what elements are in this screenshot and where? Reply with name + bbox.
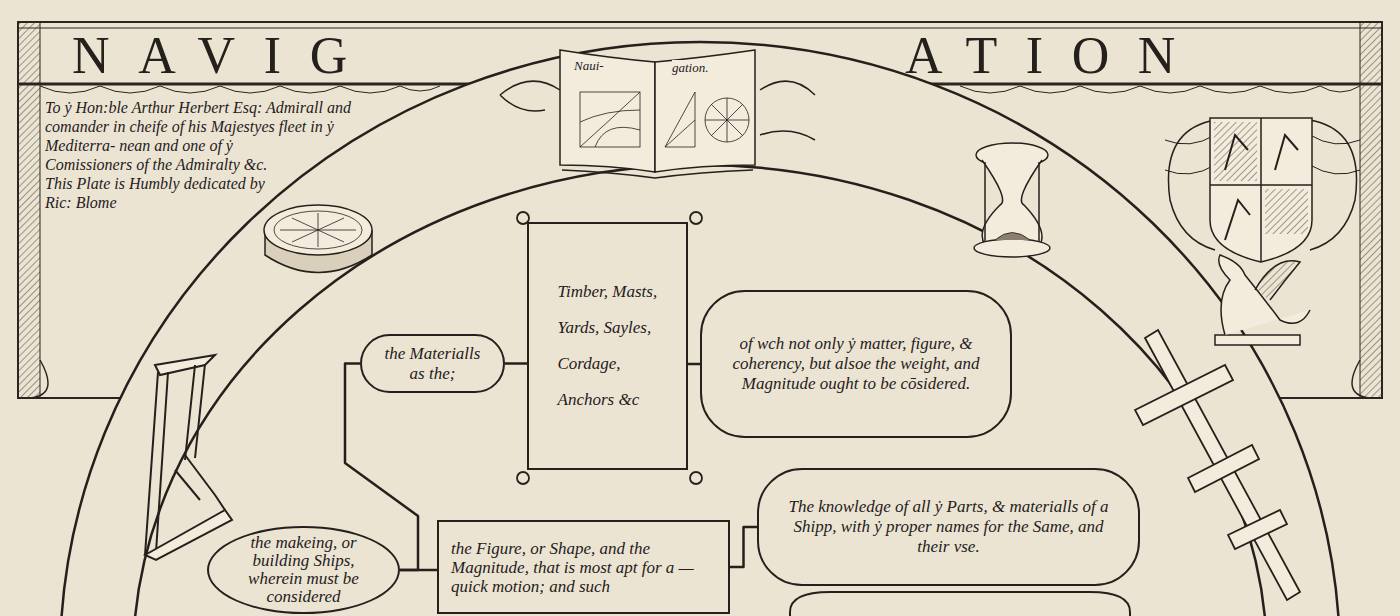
brace-connector xyxy=(400,570,437,571)
compass xyxy=(264,205,372,273)
title-part-text: NAVIG xyxy=(72,27,376,84)
open-book xyxy=(500,50,815,178)
scroll-curls xyxy=(515,210,704,486)
knowledge-box: The knowledge of all ẏ Parts, & material… xyxy=(757,468,1140,586)
brace-connector xyxy=(505,363,527,364)
node-text: of wch not only ẏ matter, figure, & cohe… xyxy=(724,334,988,394)
dedication-text: To ẏ Hon:ble Arthur Herbert Esq: Admiral… xyxy=(45,99,351,211)
note-box: of wch not only ẏ matter, figure, & cohe… xyxy=(700,290,1012,438)
book-text: gation. xyxy=(672,60,708,76)
title-part: ATION xyxy=(905,28,1204,84)
coat-of-arms xyxy=(1165,118,1360,262)
node-text: the Figure, or Shape, and the Magnitude,… xyxy=(451,539,716,596)
title-part: NAVIG xyxy=(72,28,376,84)
node-text: the Materialls as the; xyxy=(376,344,489,384)
brace-connector xyxy=(730,527,757,567)
partial-box xyxy=(790,592,1130,616)
shape-box: the Figure, or Shape, and the Magnitude,… xyxy=(437,520,730,614)
backstaff xyxy=(145,355,232,560)
title-part-text: ATION xyxy=(905,27,1204,84)
brace-connector xyxy=(688,364,700,365)
cross-staff xyxy=(1135,330,1300,600)
node-text: the makeing, or building Ships, wherein … xyxy=(231,534,376,606)
node-text: The knowledge of all ẏ Parts, & material… xyxy=(783,497,1114,557)
building-oval: the makeing, or building Ships, wherein … xyxy=(207,526,400,614)
hourglass xyxy=(974,143,1050,257)
dedication: To ẏ Hon:ble Arthur Herbert Esq: Admiral… xyxy=(45,98,425,398)
book-text: Naui- xyxy=(574,58,604,74)
book-text-text: gation. xyxy=(672,60,708,75)
dragon-crest xyxy=(1215,255,1310,345)
node-text: Timber, Masts, Yards, Sayles, Cordage, A… xyxy=(558,274,658,418)
book-text-text: Naui- xyxy=(574,58,604,73)
material-oval: the Materialls as the; xyxy=(360,334,505,393)
scroll-list: Timber, Masts, Yards, Sayles, Cordage, A… xyxy=(527,222,688,470)
